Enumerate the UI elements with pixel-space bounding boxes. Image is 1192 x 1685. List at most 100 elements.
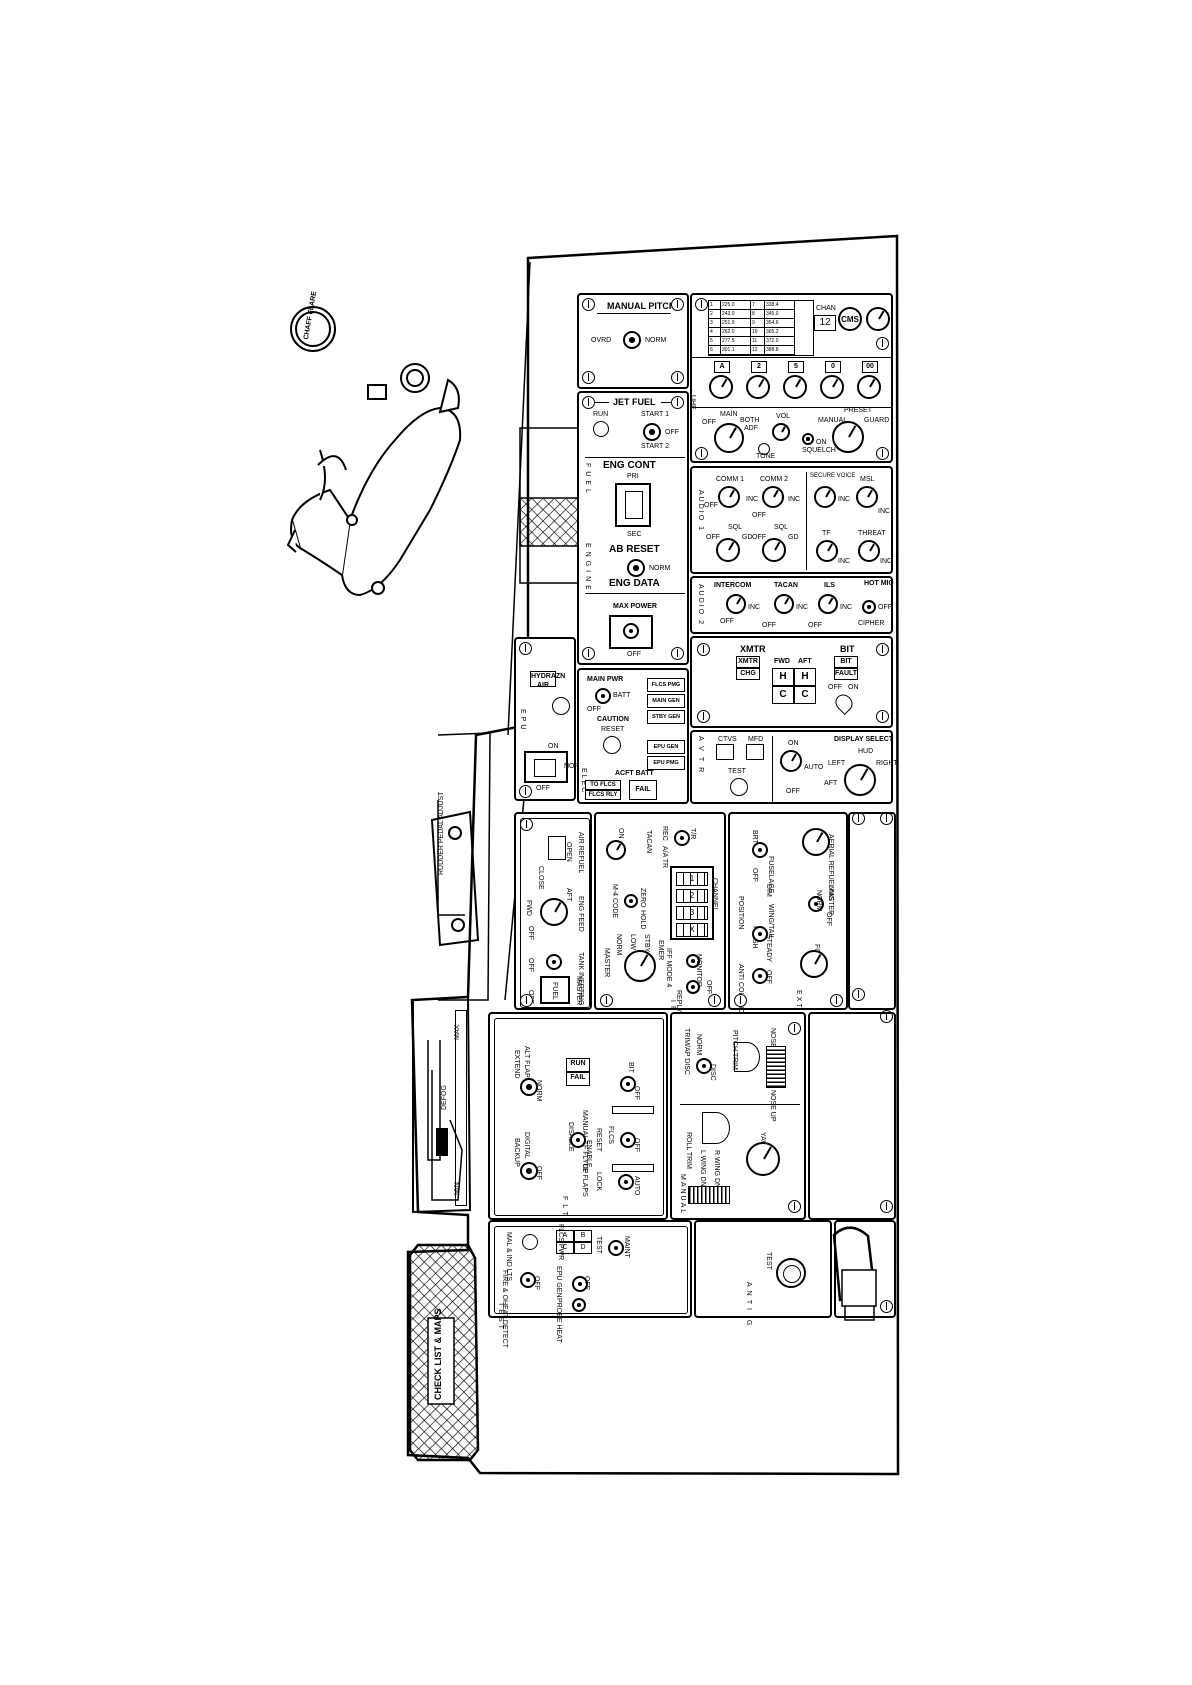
iff-stby-label: STBY	[643, 934, 650, 953]
fwd-h-button[interactable]: H	[772, 668, 794, 686]
mal-ind-lts-button[interactable]	[522, 1234, 538, 1250]
bit-fault-button[interactable]: FAULT	[834, 668, 858, 680]
anti-collision-switch[interactable]	[752, 968, 768, 984]
hot-mic-switch[interactable]	[862, 600, 876, 614]
xmtr-chg-button[interactable]: CHG	[736, 668, 760, 680]
uhf-freq-knob-dial[interactable]	[709, 375, 733, 399]
tone-button[interactable]	[758, 443, 770, 455]
tacan-channel-digit[interactable]: 1	[676, 872, 708, 886]
pitch-trim-wheel[interactable]	[766, 1046, 786, 1088]
ils-knob[interactable]	[818, 594, 838, 614]
uhf-freq-knob[interactable]: 0	[817, 361, 847, 401]
jfs-switch[interactable]	[643, 423, 661, 441]
uhf-mode-knob[interactable]	[832, 421, 864, 453]
yaw-trim-knob[interactable]	[746, 1142, 780, 1176]
aft-c-button[interactable]: C	[794, 686, 816, 704]
m4-code-switch[interactable]	[624, 894, 638, 908]
tacan-tr-switch[interactable]	[674, 830, 690, 846]
alt-flaps-switch[interactable]	[520, 1078, 538, 1096]
bit-lever[interactable]	[831, 690, 857, 716]
intercom-knob[interactable]	[726, 594, 746, 614]
blank-panel-2	[808, 1012, 896, 1220]
anti-g-test-button[interactable]	[776, 1258, 806, 1288]
digital-backup-switch[interactable]	[520, 1162, 538, 1180]
max-power-guard[interactable]	[609, 615, 653, 649]
uhf-freq-knob[interactable]: 00	[854, 361, 884, 401]
xmtr-button[interactable]: XMTR	[736, 656, 760, 668]
uhf-freq-knob-dial[interactable]	[857, 375, 881, 399]
aft-h-button[interactable]: H	[794, 668, 816, 686]
le-flaps-switch[interactable]	[618, 1174, 634, 1190]
le-flaps-lock: LOCK	[595, 1172, 602, 1192]
flcs-reset-switch[interactable]	[620, 1132, 636, 1148]
tf-knob[interactable]	[816, 540, 838, 562]
ctvs-button[interactable]	[716, 744, 734, 760]
squelch-toggle[interactable]	[802, 433, 814, 445]
display-select-knob[interactable]	[844, 764, 876, 796]
mfd-button[interactable]	[746, 744, 764, 760]
uhf-freq-knob[interactable]: 5	[780, 361, 810, 401]
master-fuel-guard[interactable]	[540, 976, 570, 1004]
secure-voice-knob[interactable]	[814, 486, 836, 508]
uhf-freq-knob[interactable]: 2	[743, 361, 773, 401]
secure-voice-label: SECURE VOICE	[810, 473, 856, 479]
epu-gen-switch[interactable]	[572, 1276, 588, 1292]
iff-power-knob[interactable]	[606, 840, 626, 860]
uhf-preset-cell: 388.8	[765, 346, 795, 355]
cms-button[interactable]: CMS	[838, 307, 862, 331]
run-label: RUN	[593, 411, 609, 418]
fwd-c-button[interactable]: C	[772, 686, 794, 704]
uhf-freq-knob-dial[interactable]	[746, 375, 770, 399]
uhf-freq-knob-dial[interactable]	[783, 375, 807, 399]
avtr-mode-knob[interactable]	[780, 750, 802, 772]
lighting-master-switch[interactable]	[808, 896, 824, 912]
trim-ap-disc-switch[interactable]	[696, 1058, 712, 1074]
screw-icon	[830, 994, 843, 1007]
iff-master-knob[interactable]	[624, 950, 656, 982]
uhf-freq-knob[interactable]: A	[706, 361, 736, 401]
defog-lever[interactable]	[436, 1128, 448, 1156]
flcs-pwr-test-switch[interactable]	[608, 1240, 624, 1256]
bit-button[interactable]: BIT	[834, 656, 858, 668]
air-refuel-switch[interactable]	[548, 836, 566, 860]
ab-reset-switch[interactable]	[627, 559, 645, 577]
uhf-aux-knob[interactable]	[866, 307, 890, 331]
comm1-knob[interactable]	[718, 486, 740, 508]
uhf-preset-cell: 12	[751, 346, 765, 355]
screw-icon	[600, 994, 613, 1007]
uhf-preset-cell: 6	[709, 346, 721, 355]
comm2-mode-knob[interactable]	[762, 538, 786, 562]
tacan-audio-knob[interactable]	[774, 594, 794, 614]
tank-inerting-switch[interactable]	[546, 954, 562, 970]
uhf-vol-knob[interactable]	[772, 423, 790, 441]
tacan-channel-digit[interactable]: 2	[676, 889, 708, 903]
fuselage-switch[interactable]	[752, 842, 768, 858]
position-switch[interactable]	[752, 926, 768, 942]
probe-heat-switch[interactable]	[572, 1298, 586, 1312]
caution-reset-button[interactable]	[603, 736, 621, 754]
tacan-channel-digit[interactable]: X	[676, 923, 708, 937]
roll-trim-wheel[interactable]	[688, 1186, 730, 1204]
uhf-function-knob[interactable]	[714, 423, 744, 453]
epu-guard[interactable]	[524, 751, 568, 783]
fire-overheat-switch[interactable]	[520, 1272, 536, 1288]
uhf-freq-knob-dial[interactable]	[820, 375, 844, 399]
manual-tf-flyup-switch[interactable]	[570, 1132, 586, 1148]
aerial-refueling-knob[interactable]	[802, 828, 830, 856]
eng-feed-knob[interactable]	[540, 898, 568, 926]
eng-cont-guard[interactable]	[615, 483, 651, 527]
tacan-channel-digit[interactable]: 3	[676, 906, 708, 920]
iff-reply-switch[interactable]	[686, 980, 700, 994]
comm1-mode-knob[interactable]	[716, 538, 740, 562]
manual-pitch-toggle[interactable]	[623, 331, 641, 349]
comm2-knob[interactable]	[762, 486, 784, 508]
avtr-test-button[interactable]	[730, 778, 748, 796]
jfs-off-label: OFF	[665, 429, 679, 436]
threat-knob[interactable]	[858, 540, 880, 562]
form-knob[interactable]	[800, 950, 828, 978]
msl-knob[interactable]	[856, 486, 878, 508]
main-pwr-switch[interactable]	[595, 688, 611, 704]
flcs-bit-switch[interactable]	[620, 1076, 636, 1092]
iff-monitor-switch[interactable]	[686, 954, 700, 968]
side-stick-drawing	[286, 306, 462, 597]
